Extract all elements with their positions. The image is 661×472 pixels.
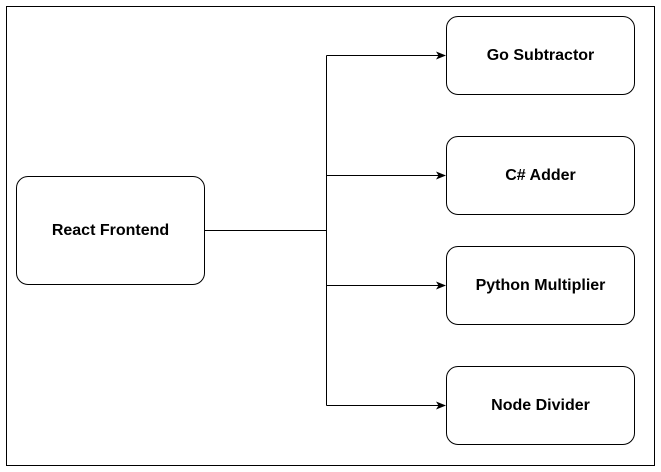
node-node-divider: Node Divider [446, 366, 635, 445]
node-python-multiplier: Python Multiplier [446, 246, 635, 325]
node-csharp-adder: C# Adder [446, 136, 635, 215]
node-label: Python Multiplier [475, 276, 606, 294]
node-go-subtractor: Go Subtractor [446, 16, 635, 95]
node-label: Go Subtractor [486, 46, 595, 64]
node-react-frontend: React Frontend [16, 176, 205, 285]
node-label: React Frontend [51, 221, 170, 239]
node-label: C# Adder [505, 166, 576, 184]
diagram-frame [6, 6, 655, 466]
node-label: Node Divider [491, 396, 590, 414]
